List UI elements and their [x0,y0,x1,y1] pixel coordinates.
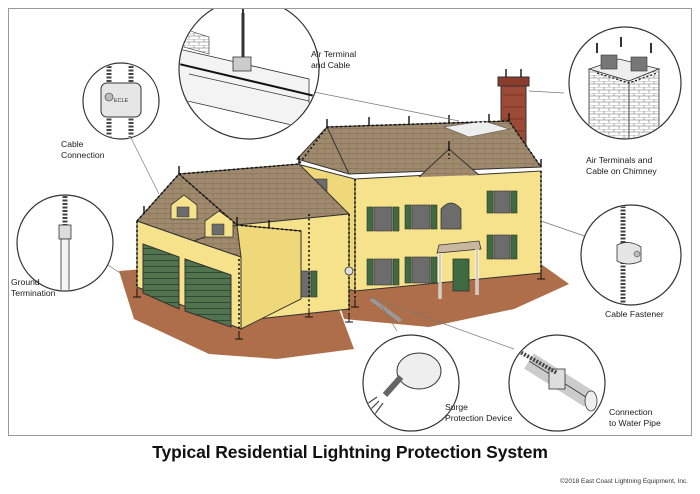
main-roof [296,120,542,175]
label-cable-fastener: Cable Fastener [605,309,664,319]
label-water-pipe: Connection to Water Pipe [609,407,661,428]
detail-surge-device [362,334,460,432]
house-illustration: ECLE [16,9,682,432]
label-ground-termination: Ground Termination [11,277,56,298]
label-air-terminals-chimney: Air Terminals and Cable on Chimney [586,155,657,176]
detail-water-pipe [508,334,606,432]
detail-cable-connection: ECLE [82,62,160,140]
illustration-frame: ECLE [8,8,692,436]
detail-chimney [568,26,682,140]
garage [136,173,302,330]
copyright-notice: ©2018 East Coast Lightning Equipment, In… [559,478,688,485]
label-air-terminal: Air Terminal and Cable [311,49,357,70]
ground-rods [133,271,545,340]
page-title: Typical Residential Lightning Protection… [152,442,548,462]
detail-ground-termination [16,194,114,292]
detail-cable-fastener [580,204,682,306]
label-surge-protection: Surge Protection Device [445,402,513,423]
detail-air-terminal [178,9,320,140]
label-cable-connection: Cable Connection [61,139,105,160]
logo-text: ECLE [114,98,129,104]
